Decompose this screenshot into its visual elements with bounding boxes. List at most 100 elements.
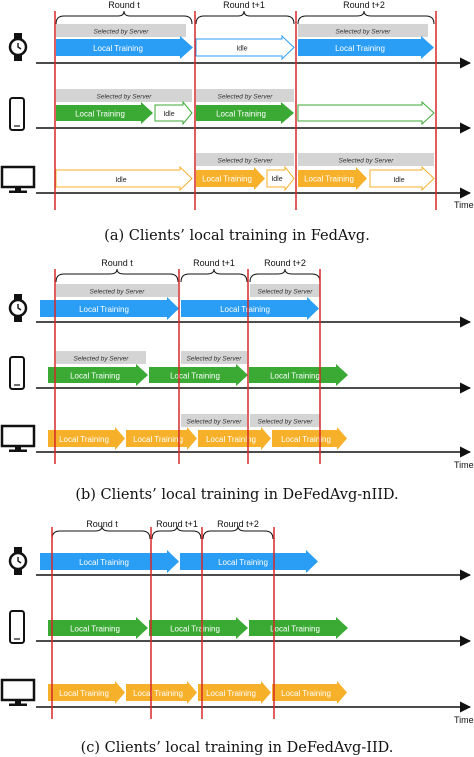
time-axis-label: Time — [454, 200, 474, 210]
time-axis-label: Time — [454, 460, 474, 470]
idle-label: Idle — [163, 111, 174, 118]
round-label: Round t — [108, 0, 140, 10]
watch-icon — [8, 547, 28, 575]
selected-by-server-band — [56, 351, 146, 364]
local-training-label: Local Training — [93, 44, 143, 53]
selected-by-server-label: Selected by Server — [74, 356, 130, 363]
local-training-label: Local Training — [206, 435, 256, 444]
local-training-label: Local Training — [133, 689, 183, 698]
caption-defedavg-niid: (b) Clients’ local training in DeFedAvg-… — [75, 487, 398, 503]
local-training-arrow — [56, 36, 193, 59]
round-bracket — [55, 268, 179, 283]
round-bracket — [249, 268, 321, 283]
local-training-label: Local Training — [202, 175, 252, 184]
selected-by-server-label: Selected by Server — [218, 94, 274, 101]
local-training-arrow — [249, 364, 348, 386]
local-training-arrow — [40, 297, 179, 320]
caption-defedavg-iid: (c) Clients’ local training in DeFedAvg-… — [81, 740, 394, 756]
round-label: Round t+1 — [156, 519, 198, 529]
selected-by-server-band — [56, 284, 178, 297]
selected-by-server-band — [298, 153, 434, 166]
idle-arrow — [154, 100, 193, 126]
local-training-arrow — [56, 102, 153, 124]
watch-icon — [8, 294, 28, 322]
idle-label: Idle — [271, 176, 282, 183]
round-bracket-group — [55, 268, 321, 283]
local-training-arrow — [126, 681, 197, 704]
phone-icon — [9, 610, 25, 644]
selected-by-server-label: Selected by Server — [218, 158, 274, 165]
local-training-label: Local Training — [218, 558, 268, 567]
local-training-label: Local Training — [270, 372, 320, 381]
round-label: Round t+2 — [264, 258, 306, 268]
round-bracket — [297, 10, 435, 25]
round-label: Round t+2 — [343, 0, 385, 10]
round-bracket — [195, 10, 295, 25]
selected-by-server-label: Selected by Server — [187, 419, 243, 426]
round-bracket — [180, 268, 248, 283]
local-training-label: Local Training — [59, 689, 109, 698]
local-training-arrow — [198, 681, 271, 704]
round-label: Round t — [101, 258, 133, 268]
selected-by-server-band — [250, 284, 320, 297]
idle-arrow — [297, 100, 435, 126]
watch-icon — [8, 33, 28, 61]
idle-label: Idle — [115, 177, 126, 184]
selected-by-server-band — [181, 414, 247, 427]
local-training-label: Local Training — [206, 689, 256, 698]
local-training-label: Local Training — [70, 625, 120, 634]
round-label: Round t+1 — [223, 0, 265, 10]
local-training-label: Local Training — [270, 625, 320, 634]
idle-arrow — [55, 165, 193, 192]
selected-by-server-band — [298, 24, 428, 37]
round-bracket — [55, 10, 193, 25]
local-training-arrow — [272, 427, 347, 450]
selected-by-server-label: Selected by Server — [339, 158, 395, 165]
local-training-label: Local Training — [335, 44, 385, 53]
selected-by-server-band — [56, 24, 186, 37]
idle-arrow — [266, 165, 295, 192]
round-bracket — [51, 525, 151, 540]
local-training-label: Local Training — [281, 689, 331, 698]
phone-icon — [9, 97, 25, 131]
local-training-label: Local Training — [170, 372, 220, 381]
local-training-arrow — [196, 167, 265, 190]
idle-label: Idle — [393, 177, 404, 184]
local-training-arrow — [180, 550, 318, 573]
selected-by-server-band — [56, 89, 192, 102]
local-training-arrow — [149, 364, 248, 386]
local-training-label: Local Training — [281, 435, 331, 444]
selected-by-server-band — [196, 153, 294, 166]
local-training-arrow — [181, 297, 319, 320]
caption-fedavg: (a) Clients’ local training in FedAvg. — [104, 228, 370, 244]
round-bracket — [202, 525, 274, 540]
local-training-label: Local Training — [304, 175, 354, 184]
idle-arrow — [369, 165, 435, 192]
local-training-label: Local Training — [70, 372, 120, 381]
local-training-label: Local Training — [133, 435, 183, 444]
selected-by-server-label: Selected by Server — [94, 29, 150, 36]
selected-by-server-band — [196, 89, 294, 102]
selected-by-server-label: Selected by Server — [336, 29, 392, 36]
idle-arrow — [195, 34, 295, 61]
selected-by-server-band — [181, 351, 247, 364]
round-label: Round t+2 — [217, 519, 259, 529]
round-label: Round t — [86, 519, 118, 529]
local-training-arrow — [298, 36, 434, 59]
local-training-arrow — [198, 427, 271, 450]
selected-by-server-label: Selected by Server — [90, 289, 146, 296]
panel-defedavg-niid: Round t Round t+1 Round t+2 Selected by … — [0, 258, 474, 503]
monitor-icon — [0, 678, 36, 706]
local-training-label: Local Training — [220, 305, 270, 314]
local-training-arrow — [40, 550, 179, 573]
local-training-arrow — [298, 167, 367, 190]
local-training-label: Local Training — [170, 625, 220, 634]
local-training-arrow — [48, 681, 125, 704]
round-label: Round t+1 — [193, 258, 235, 268]
local-training-label: Local Training — [216, 110, 266, 119]
selected-by-server-label: Selected by Server — [258, 419, 314, 426]
selected-by-server-band — [250, 414, 320, 427]
monitor-icon — [0, 165, 36, 193]
local-training-arrow — [48, 617, 148, 639]
